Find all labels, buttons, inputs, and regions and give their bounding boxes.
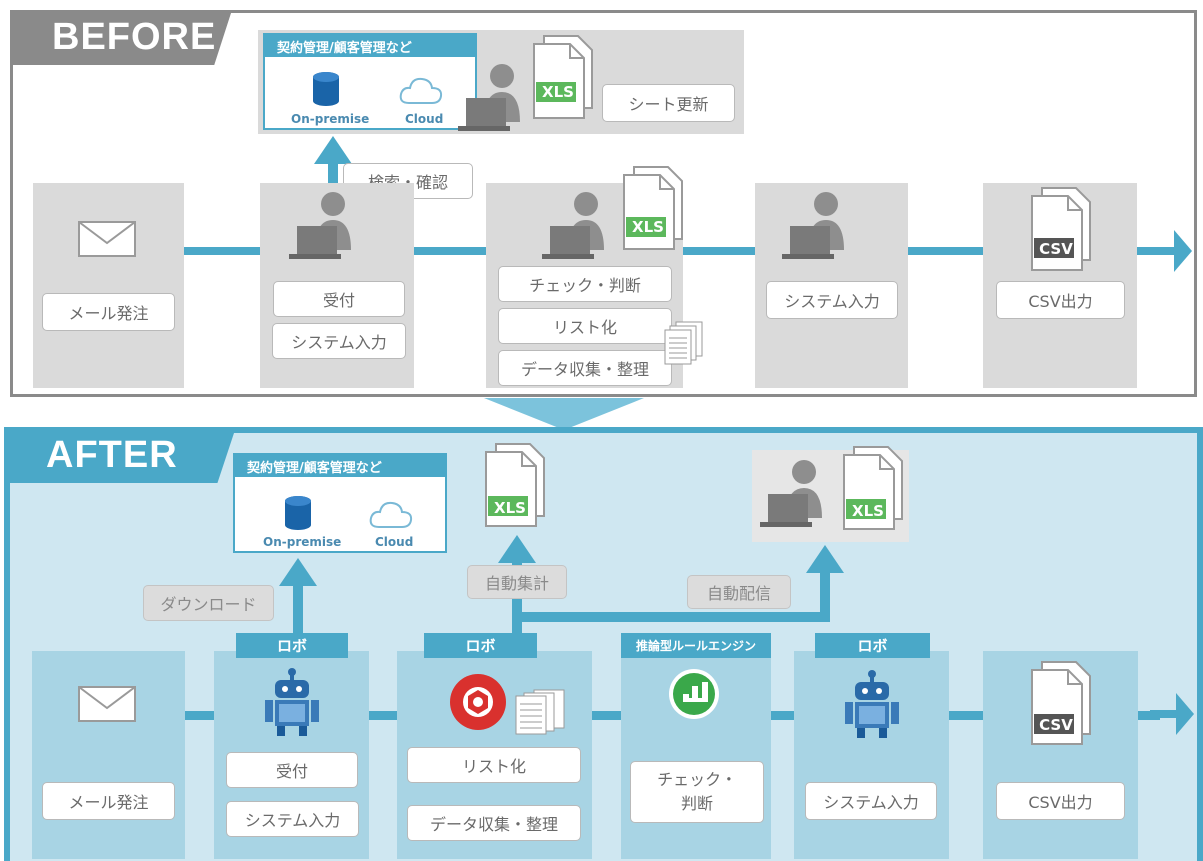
system-input-label: システム入力 bbox=[805, 782, 937, 820]
person-at-laptop-icon bbox=[289, 192, 351, 259]
after-flow-arrow-icon bbox=[1150, 693, 1194, 735]
download-arrow-shaft bbox=[293, 583, 303, 633]
system-input-label: システム入力 bbox=[766, 281, 898, 319]
check-judge-label: チェック・ 判断 bbox=[630, 761, 764, 823]
up-arrow-icon bbox=[279, 558, 317, 586]
listing-label: リスト化 bbox=[498, 308, 672, 344]
csv-output-label: CSV出力 bbox=[996, 782, 1125, 820]
robot-icon bbox=[265, 668, 319, 736]
mail-icon bbox=[78, 221, 136, 257]
robot-header: ロボ bbox=[236, 633, 348, 658]
before-system-box: 契約管理/顧客管理など On-premise Cloud bbox=[263, 33, 477, 130]
auto-deliver-label: 自動配信 bbox=[687, 575, 791, 609]
up-arrow-icon bbox=[314, 136, 352, 164]
before-flow-arrow-icon bbox=[1148, 230, 1192, 272]
rule-engine-logo-icon bbox=[669, 669, 719, 719]
robot-icon bbox=[845, 670, 899, 738]
reception-label: 受付 bbox=[273, 281, 405, 317]
rpa-logo-icon bbox=[450, 674, 506, 730]
cloud-label: Cloud bbox=[405, 112, 444, 126]
csv-label: CSV bbox=[1039, 240, 1073, 258]
after-system-box: 契約管理/顧客管理など On-premise Cloud bbox=[233, 453, 447, 553]
xls-file-icon bbox=[485, 443, 545, 527]
cloud-label: Cloud bbox=[375, 535, 414, 549]
before-tab: BEFORE bbox=[10, 10, 232, 65]
robot-header: ロボ bbox=[815, 633, 930, 658]
download-label: ダウンロード bbox=[143, 585, 274, 621]
deliver-arrow-horizontal bbox=[512, 612, 830, 622]
mail-icon bbox=[78, 686, 136, 722]
xls-label: XLS bbox=[852, 502, 884, 520]
person-at-laptop-icon bbox=[760, 460, 822, 527]
data-collect-label: データ収集・整理 bbox=[407, 805, 581, 841]
system-input-label: システム入力 bbox=[272, 323, 406, 359]
deliver-arrow-shaft bbox=[820, 570, 830, 622]
up-arrow-icon bbox=[498, 535, 536, 563]
person-at-laptop-icon bbox=[458, 64, 520, 131]
csv-output-label: CSV出力 bbox=[996, 281, 1125, 319]
onpremise-label: On-premise bbox=[291, 112, 370, 126]
xls-file-icon bbox=[533, 35, 593, 119]
cloud-icon bbox=[369, 501, 413, 528]
before-step-mail bbox=[33, 183, 184, 388]
up-arrow-icon bbox=[806, 545, 844, 573]
after-step-mail bbox=[32, 651, 185, 859]
csv-file-icon bbox=[1031, 187, 1091, 271]
mail-order-label: メール発注 bbox=[42, 782, 175, 820]
up-arrow-shaft bbox=[328, 160, 338, 185]
xls-file-icon bbox=[623, 166, 683, 250]
documents-icon bbox=[664, 321, 703, 365]
data-collect-label: データ収集・整理 bbox=[498, 350, 672, 386]
documents-icon bbox=[515, 689, 565, 735]
listing-label: リスト化 bbox=[407, 747, 581, 783]
xls-label: XLS bbox=[494, 499, 526, 517]
xls-label: XLS bbox=[542, 83, 574, 101]
before-system-title: 契約管理/顧客管理など bbox=[265, 35, 475, 57]
xls-file-icon bbox=[843, 446, 903, 530]
person-at-laptop-icon bbox=[542, 192, 604, 259]
xls-label: XLS bbox=[632, 218, 664, 236]
onpremise-label: On-premise bbox=[263, 535, 342, 549]
reception-label: 受付 bbox=[226, 752, 358, 788]
down-transition-arrow-icon bbox=[484, 398, 644, 430]
check-judge-label: チェック・判断 bbox=[498, 266, 672, 302]
system-input-label: システム入力 bbox=[226, 801, 359, 837]
csv-file-icon bbox=[1031, 661, 1091, 745]
sheet-update-label: シート更新 bbox=[602, 84, 735, 122]
after-tab: AFTER bbox=[4, 427, 236, 483]
database-icon bbox=[285, 496, 311, 530]
after-system-title: 契約管理/顧客管理など bbox=[235, 455, 445, 477]
csv-label: CSV bbox=[1039, 716, 1073, 734]
person-at-laptop-icon bbox=[782, 192, 844, 259]
database-icon bbox=[313, 72, 339, 106]
auto-aggregate-label: 自動集計 bbox=[467, 565, 567, 599]
rule-engine-header: 推論型ルールエンジン bbox=[621, 633, 771, 658]
mail-order-label: メール発注 bbox=[42, 293, 175, 331]
robot-header: ロボ bbox=[424, 633, 537, 658]
cloud-icon bbox=[399, 77, 443, 104]
